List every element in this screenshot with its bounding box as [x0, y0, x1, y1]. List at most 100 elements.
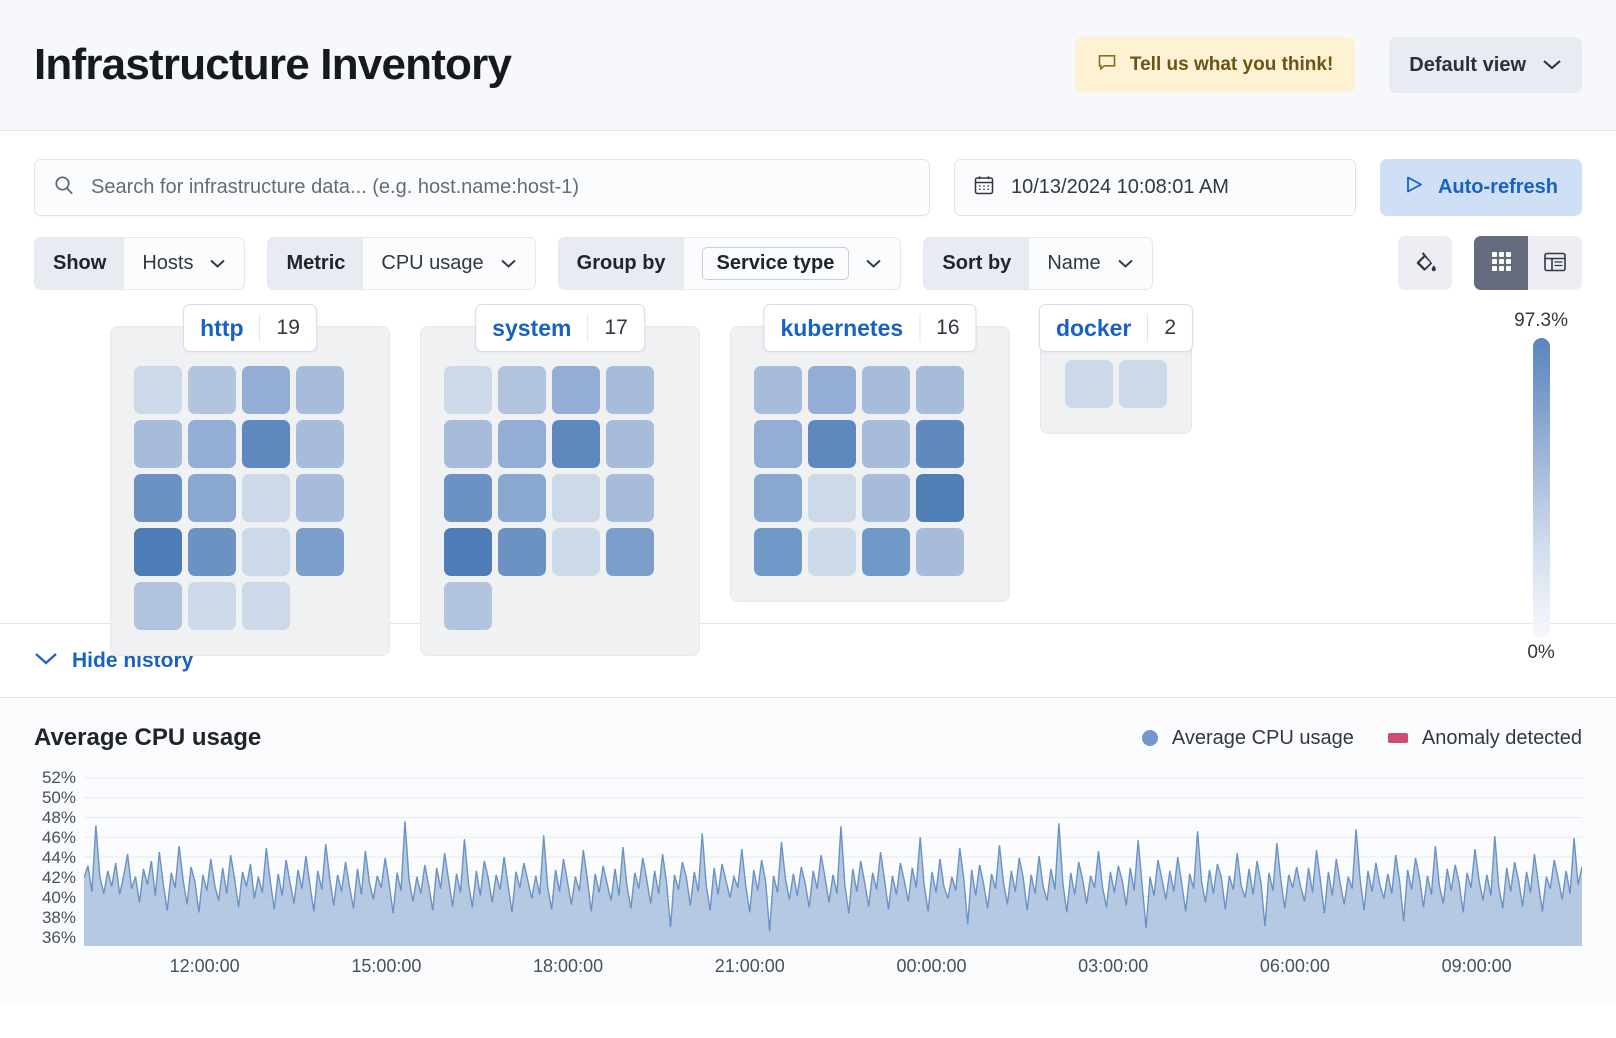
- host-cell[interactable]: [603, 417, 657, 471]
- host-cell[interactable]: [859, 525, 913, 579]
- color-fill-button[interactable]: [1398, 236, 1452, 290]
- host-cell[interactable]: [913, 471, 967, 525]
- host-cell-swatch[interactable]: [498, 420, 546, 468]
- host-cell[interactable]: [1116, 357, 1170, 411]
- host-cell[interactable]: [751, 525, 805, 579]
- host-cell[interactable]: [293, 363, 347, 417]
- host-cell[interactable]: [293, 525, 347, 579]
- host-cell[interactable]: [239, 471, 293, 525]
- group-name[interactable]: kubernetes: [780, 314, 904, 341]
- host-cell-swatch[interactable]: [916, 474, 964, 522]
- host-cell-swatch[interactable]: [862, 474, 910, 522]
- host-cell[interactable]: [293, 471, 347, 525]
- filter-group-by[interactable]: Group by Service type: [557, 236, 902, 290]
- host-cell-swatch[interactable]: [862, 420, 910, 468]
- host-cell[interactable]: [805, 363, 859, 417]
- date-picker[interactable]: 10/13/2024 10:08:01 AM: [953, 159, 1356, 216]
- host-cell-swatch[interactable]: [498, 528, 546, 576]
- search-box[interactable]: [34, 159, 930, 216]
- host-cell-swatch[interactable]: [444, 528, 492, 576]
- host-cell[interactable]: [751, 417, 805, 471]
- host-cell-swatch[interactable]: [134, 366, 182, 414]
- host-cell-swatch[interactable]: [754, 366, 802, 414]
- host-cell-swatch[interactable]: [296, 420, 344, 468]
- filter-show[interactable]: Show Hosts: [34, 236, 246, 290]
- host-cell[interactable]: [805, 471, 859, 525]
- host-cell-swatch[interactable]: [916, 366, 964, 414]
- host-cell[interactable]: [239, 417, 293, 471]
- host-cell[interactable]: [549, 417, 603, 471]
- host-cell[interactable]: [603, 471, 657, 525]
- host-cell-swatch[interactable]: [242, 528, 290, 576]
- host-cell[interactable]: [185, 363, 239, 417]
- auto-refresh-button[interactable]: Auto-refresh: [1379, 159, 1582, 216]
- host-cell-swatch[interactable]: [242, 366, 290, 414]
- host-cell[interactable]: [549, 525, 603, 579]
- host-cell[interactable]: [185, 525, 239, 579]
- host-cell-swatch[interactable]: [296, 366, 344, 414]
- host-cell[interactable]: [549, 471, 603, 525]
- plot-area[interactable]: [84, 768, 1582, 946]
- host-cell[interactable]: [441, 471, 495, 525]
- grid-view-button[interactable]: [1474, 236, 1528, 290]
- host-cell-swatch[interactable]: [242, 420, 290, 468]
- host-cell-swatch[interactable]: [754, 474, 802, 522]
- host-cell[interactable]: [751, 363, 805, 417]
- filter-show-value-button[interactable]: Hosts: [124, 252, 244, 275]
- host-cell[interactable]: [603, 363, 657, 417]
- filter-sort-by[interactable]: Sort by Name: [923, 236, 1153, 290]
- host-cell-swatch[interactable]: [552, 528, 600, 576]
- group-name[interactable]: docker: [1055, 314, 1132, 341]
- view-select-button[interactable]: Default view: [1389, 37, 1582, 93]
- filter-sort-by-value-button[interactable]: Name: [1029, 252, 1151, 275]
- group-name[interactable]: system: [492, 314, 572, 341]
- host-cell[interactable]: [751, 471, 805, 525]
- host-cell[interactable]: [495, 417, 549, 471]
- host-cell-swatch[interactable]: [1119, 360, 1167, 408]
- host-cell-swatch[interactable]: [754, 420, 802, 468]
- search-input[interactable]: [89, 175, 911, 200]
- host-cell[interactable]: [239, 525, 293, 579]
- host-cell-swatch[interactable]: [296, 528, 344, 576]
- host-cell[interactable]: [805, 417, 859, 471]
- host-cell-swatch[interactable]: [808, 420, 856, 468]
- host-cell-swatch[interactable]: [916, 420, 964, 468]
- host-cell-swatch[interactable]: [242, 474, 290, 522]
- host-cell[interactable]: [913, 363, 967, 417]
- host-cell[interactable]: [131, 417, 185, 471]
- host-cell[interactable]: [131, 471, 185, 525]
- host-cell[interactable]: [859, 363, 913, 417]
- host-cell-swatch[interactable]: [606, 528, 654, 576]
- host-cell-swatch[interactable]: [552, 366, 600, 414]
- host-cell[interactable]: [859, 471, 913, 525]
- host-cell[interactable]: [495, 471, 549, 525]
- group-name[interactable]: http: [200, 314, 244, 341]
- filter-metric[interactable]: Metric CPU usage: [267, 236, 536, 290]
- host-cell-swatch[interactable]: [1065, 360, 1113, 408]
- table-view-button[interactable]: [1528, 236, 1582, 290]
- host-cell-swatch[interactable]: [188, 582, 236, 630]
- legend-item-average-cpu-usage[interactable]: Average CPU usage: [1141, 727, 1354, 750]
- host-cell-swatch[interactable]: [134, 420, 182, 468]
- host-cell[interactable]: [805, 525, 859, 579]
- host-cell[interactable]: [441, 525, 495, 579]
- host-cell[interactable]: [441, 417, 495, 471]
- host-cell-swatch[interactable]: [134, 582, 182, 630]
- host-cell-swatch[interactable]: [498, 366, 546, 414]
- host-cell[interactable]: [913, 417, 967, 471]
- host-cell-swatch[interactable]: [606, 366, 654, 414]
- host-cell[interactable]: [603, 525, 657, 579]
- filter-metric-value-button[interactable]: CPU usage: [363, 252, 534, 275]
- host-cell-swatch[interactable]: [808, 474, 856, 522]
- host-cell-swatch[interactable]: [188, 420, 236, 468]
- host-cell[interactable]: [185, 417, 239, 471]
- host-cell[interactable]: [441, 363, 495, 417]
- host-cell-swatch[interactable]: [808, 528, 856, 576]
- host-cell[interactable]: [859, 417, 913, 471]
- host-cell-swatch[interactable]: [808, 366, 856, 414]
- host-cell-swatch[interactable]: [188, 366, 236, 414]
- host-cell-swatch[interactable]: [552, 420, 600, 468]
